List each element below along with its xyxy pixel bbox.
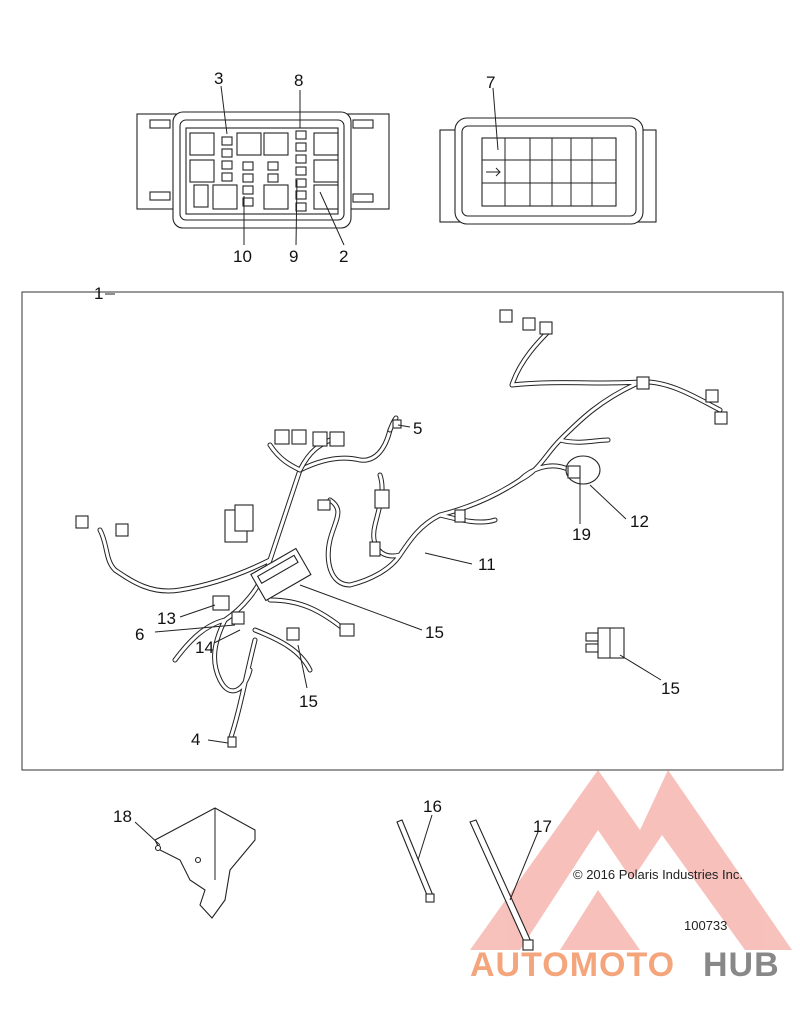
copyright-text: © 2016 Polaris Industries Inc.: [573, 867, 743, 882]
callout-18: 18: [113, 807, 132, 826]
automotohub-logo: [470, 770, 792, 950]
callout-19: 19: [572, 525, 591, 544]
cable-tie-long: [469, 819, 534, 951]
callout-2: 2: [339, 247, 348, 266]
callout-10: 10: [233, 247, 252, 266]
fuse-holder: [585, 627, 625, 659]
callout-14: 14: [195, 638, 214, 657]
watermark-text-hub: HUB: [703, 946, 780, 984]
callout-12: 12: [630, 512, 649, 531]
callout-17: 17: [533, 817, 552, 836]
watermark-text-main: AUTOMOTO: [470, 946, 675, 984]
callout-3: 3: [214, 69, 223, 88]
callout-5: 5: [413, 419, 422, 438]
diagram-id: 100733: [684, 918, 727, 933]
callout-4: 4: [191, 730, 200, 749]
callout-15-module: 15: [425, 623, 444, 642]
callout-8: 8: [294, 71, 303, 90]
callout-11: 11: [478, 555, 496, 574]
leader-lines: [105, 85, 662, 901]
callout-9: 9: [289, 247, 298, 266]
callout-13: 13: [157, 609, 176, 628]
callout-16: 16: [423, 797, 442, 816]
main-wiring-harness: [75, 309, 728, 748]
callout-6: 6: [135, 625, 144, 644]
cable-tie-short: [396, 819, 435, 903]
harness-frame: [21, 291, 784, 771]
mounting-bracket: [154, 807, 256, 919]
callout-7: 7: [486, 73, 495, 92]
fuse-box-cover: [439, 117, 657, 225]
callout-15-holder: 15: [661, 679, 680, 698]
callout-15-lower: 15: [299, 692, 318, 711]
callout-1: 1: [94, 284, 103, 303]
fuse-relay-box: [136, 111, 390, 229]
